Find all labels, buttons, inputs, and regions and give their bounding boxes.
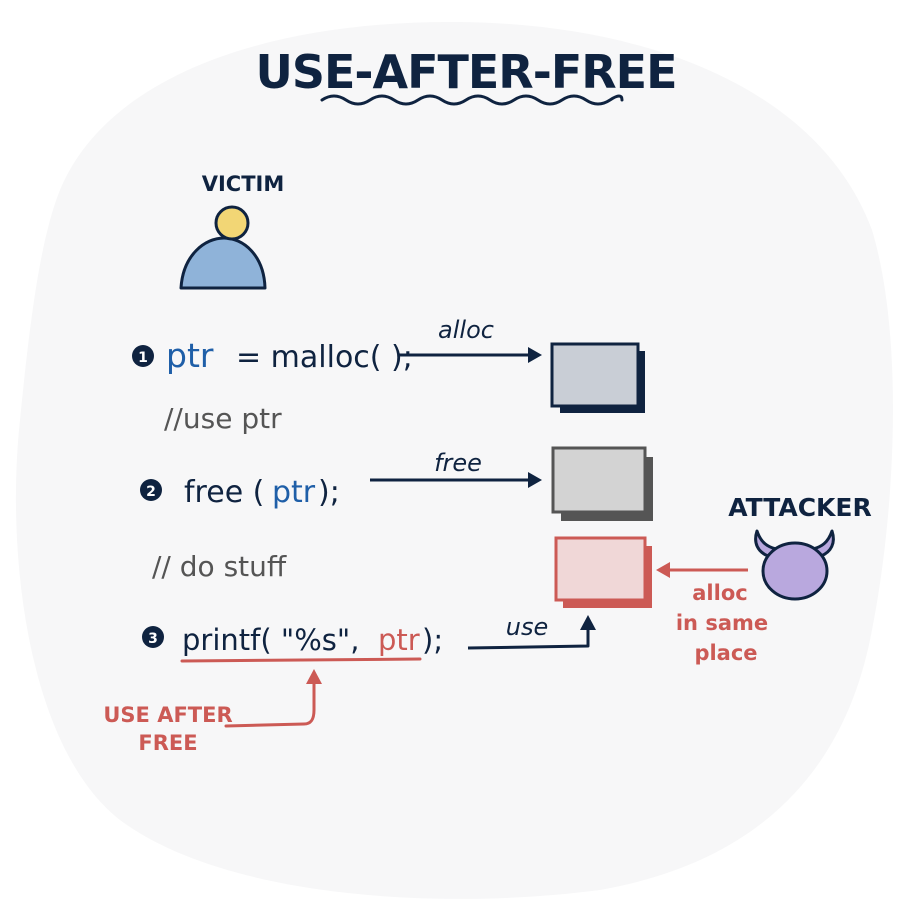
attacker-block [554, 536, 647, 602]
step-2-code-suffix: ); [318, 475, 340, 510]
step-3-number: 3 [148, 631, 158, 647]
step-1-arrow-label: alloc [438, 316, 494, 344]
attacker-note-line-3: place [694, 641, 757, 665]
attacker-label: ATTACKER [728, 493, 872, 522]
step-1-ptr: ptr [166, 336, 214, 375]
allocated-block [550, 342, 640, 408]
uaf-label-line-1: USE AFTER [103, 703, 232, 727]
title-underline-squiggle [320, 94, 624, 106]
victim-person-icon [179, 205, 267, 290]
attacker-note-line-1: alloc [692, 581, 747, 605]
uaf-arrow [224, 680, 316, 728]
step-2-ptr: ptr [272, 475, 316, 510]
uaf-label-line-2: FREE [138, 731, 197, 755]
step-3-ptr: ptr [378, 623, 420, 657]
step-3-code-prefix: printf( "%s", [182, 623, 359, 657]
attacker-note-line-2: in same [676, 611, 768, 635]
step-3-arrowhead [580, 615, 596, 630]
step-3-arrow [467, 628, 590, 650]
comment-use-ptr: //use ptr [164, 402, 282, 435]
step-2-code-prefix: free ( [184, 475, 264, 510]
step-1-number: 1 [138, 350, 148, 366]
uaf-arrowhead [306, 669, 322, 684]
victim-label: VICTIM [202, 172, 285, 196]
comment-do-stuff: // do stuff [152, 550, 287, 583]
step-3-arrow-label: use [506, 613, 548, 641]
step-2-badge [140, 479, 162, 501]
step-2-arrowhead [528, 472, 542, 488]
title: USE-AFTER-FREE [255, 45, 676, 99]
step-3-code-suffix: ); [422, 623, 443, 657]
step-1-badge [132, 345, 154, 367]
attacker-devil-icon [754, 529, 835, 601]
step-3-underline [180, 657, 422, 663]
step-1-arrowhead [528, 347, 542, 363]
step-3-badge [142, 626, 164, 648]
step-2-number: 2 [146, 484, 156, 500]
step-1-code: = malloc( ); [236, 340, 413, 375]
attacker-arrowhead [656, 562, 670, 578]
step-2-arrow-label: free [434, 449, 482, 477]
freed-block [551, 446, 647, 514]
